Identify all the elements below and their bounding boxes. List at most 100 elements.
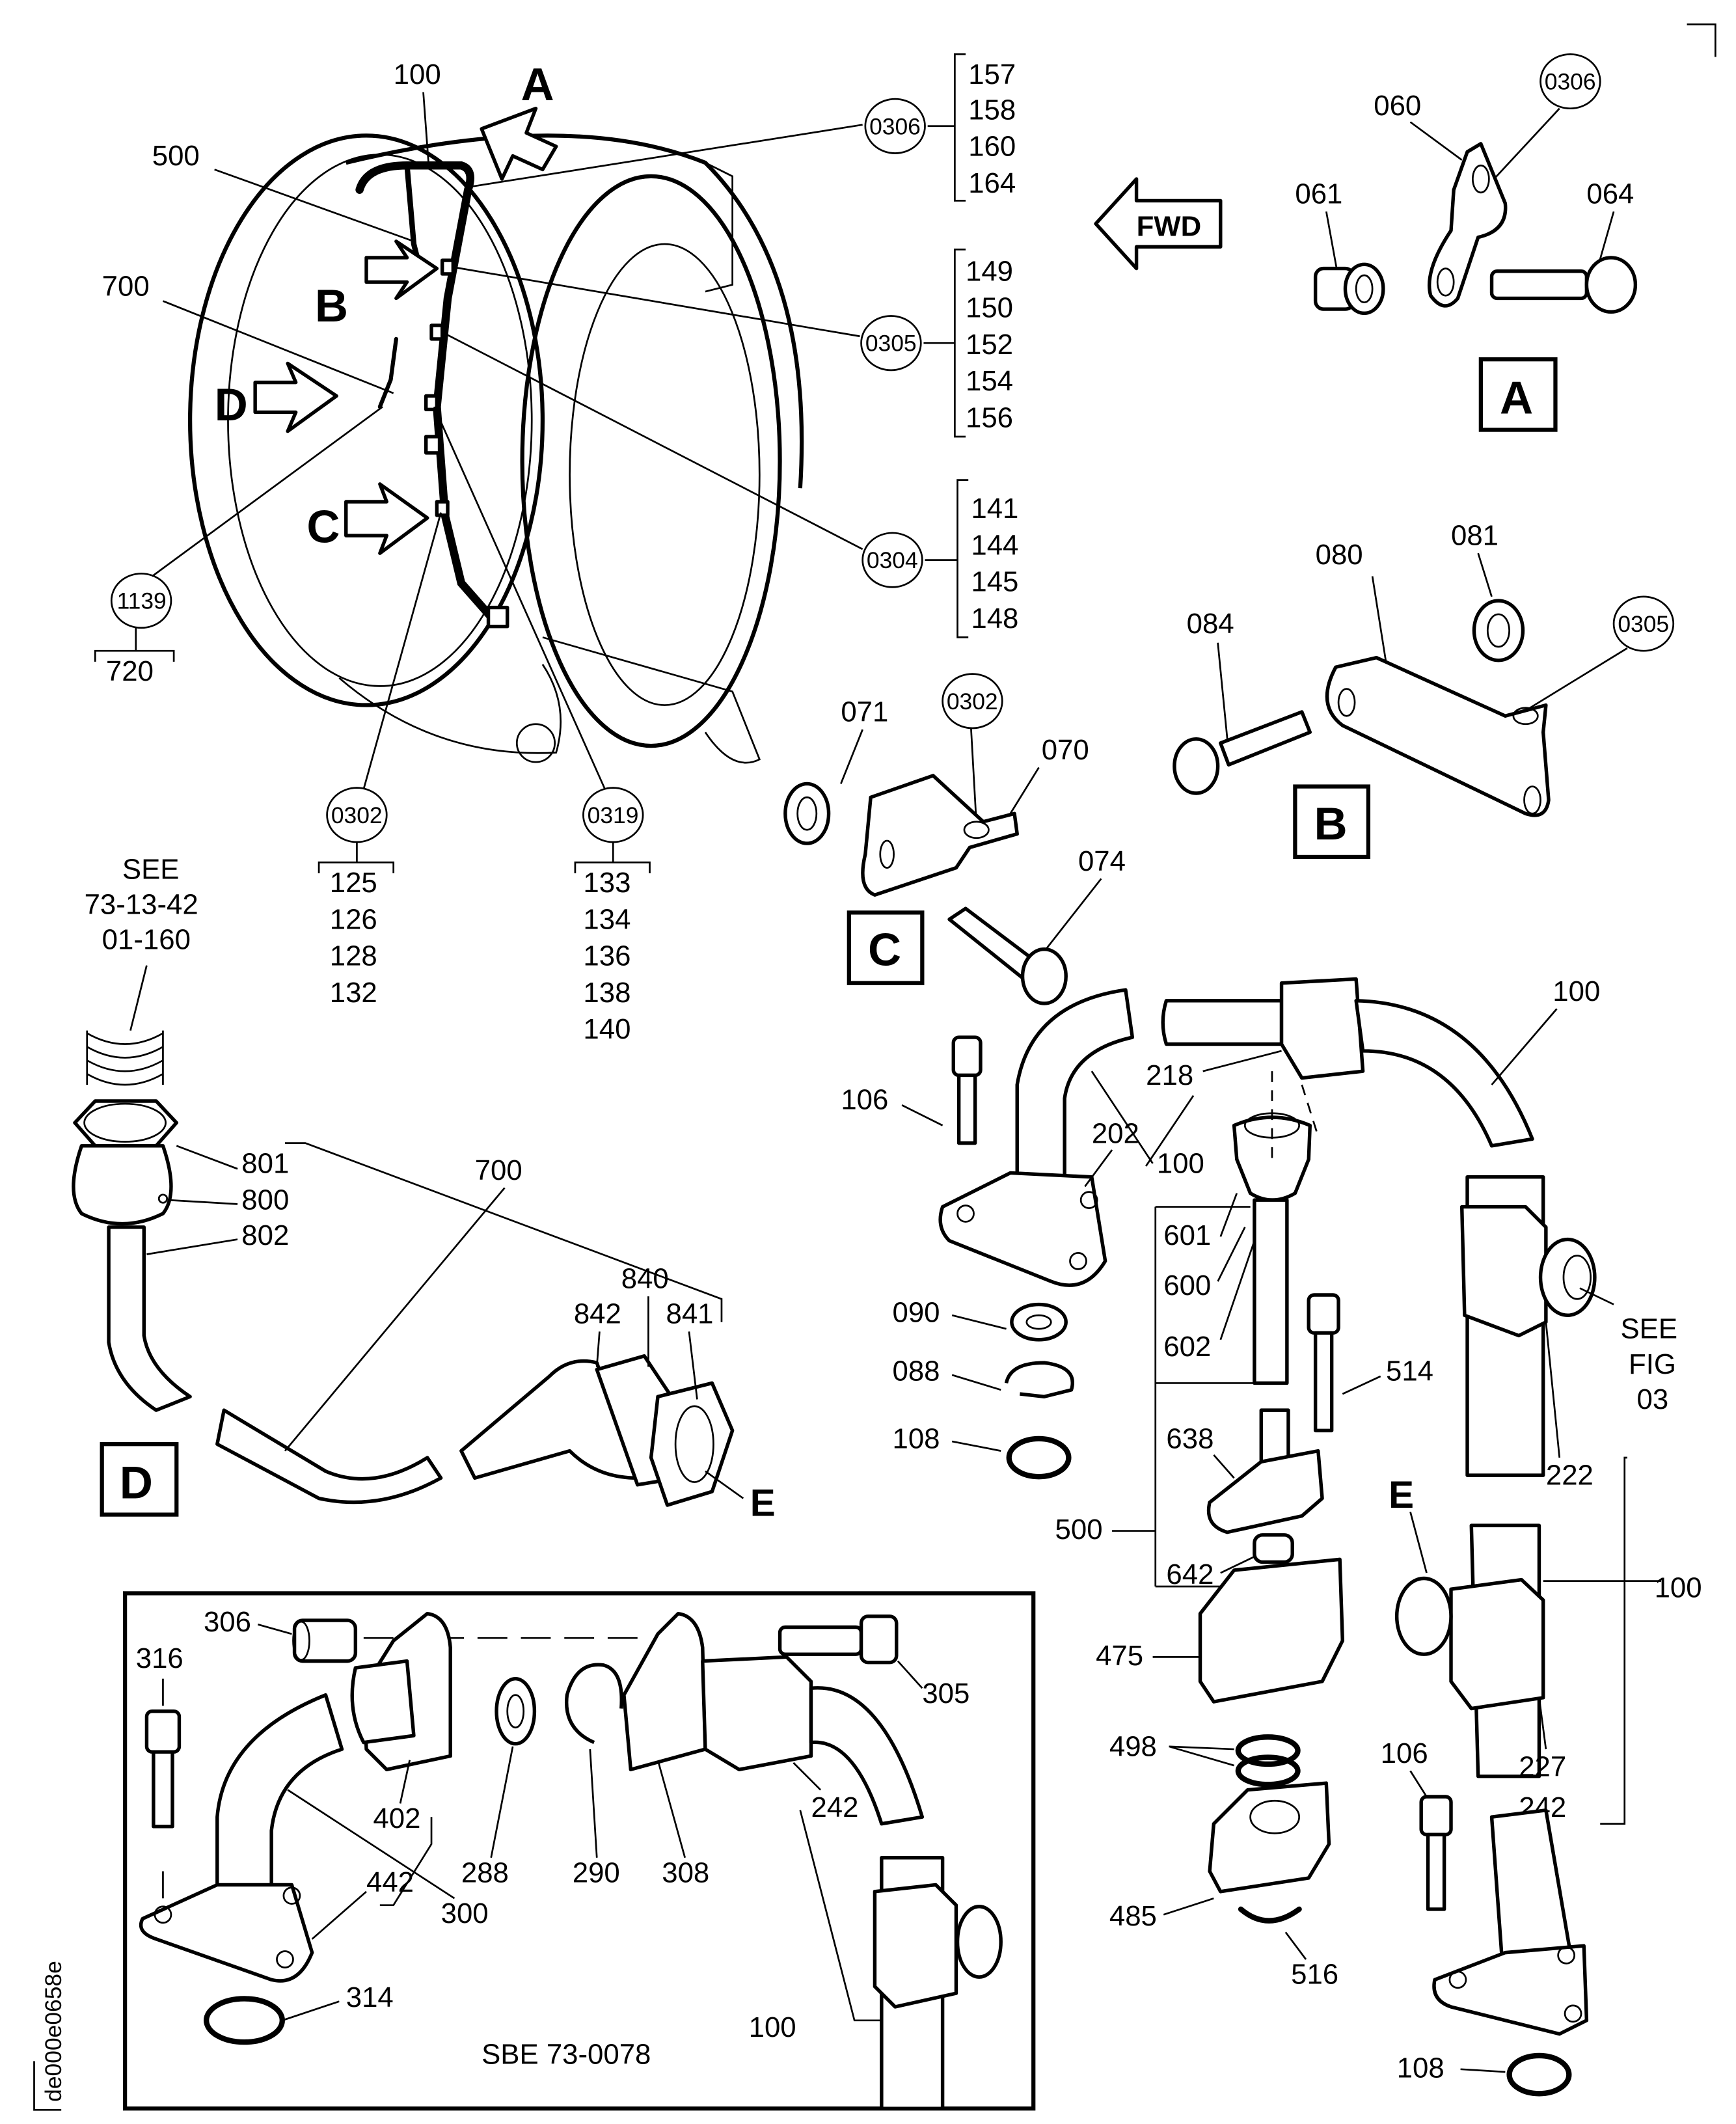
housing-475: [1198, 1557, 1345, 1704]
tee-222: [1459, 1205, 1548, 1338]
pipe-100-bottom: [1489, 1808, 1573, 1968]
callout-840: 840: [621, 1263, 669, 1295]
tee-sbe-thread: [955, 1905, 1003, 1979]
drawing-id-label: de000e0658e: [40, 1961, 66, 2102]
forward-direction-arrow: FWD: [1094, 177, 1223, 271]
callout-600: 600: [1163, 1270, 1211, 1301]
svg-text:145: 145: [971, 566, 1018, 598]
svg-text:134: 134: [583, 903, 631, 935]
callout-475: 475: [1096, 1640, 1143, 1672]
tee-227: [1449, 1577, 1545, 1711]
svg-text:720: 720: [106, 655, 154, 687]
detail-a-title-box: [1478, 357, 1558, 432]
ring-516: [1238, 1906, 1302, 1924]
callout-642: 642: [1166, 1559, 1214, 1590]
callout-080: 080: [1316, 539, 1363, 571]
engine-gearbox: [338, 664, 562, 754]
svg-text:141: 141: [971, 493, 1018, 524]
clamp-block: [424, 435, 442, 455]
nut-801: [73, 1099, 178, 1148]
callout-084: 084: [1187, 608, 1234, 640]
callout-442: 442: [366, 1866, 414, 1898]
sbe-inset: 306 316 402 442 300 288 290 308: [122, 1591, 1036, 2111]
callout-500-engine: 500: [152, 140, 200, 172]
callout-300: 300: [441, 1898, 489, 1929]
view-arrow-b: B: [315, 239, 439, 332]
svg-text:154: 154: [966, 365, 1013, 397]
callout-700-d: 700: [475, 1154, 522, 1186]
callout-108-lower: 108: [1397, 2052, 1444, 2084]
callout-070: 070: [1042, 734, 1089, 766]
clamp-group-0304: 0304 141 144 145 148: [442, 331, 1018, 638]
svg-text:126: 126: [330, 903, 377, 935]
callout-516: 516: [1291, 1959, 1338, 1991]
see-note-line-2: 73-13-42: [85, 888, 198, 920]
seal-498-upper: [1235, 1734, 1301, 1767]
svg-text:125: 125: [330, 867, 377, 899]
svg-text:149: 149: [966, 255, 1013, 287]
sbe-inset-frame: [122, 1591, 1036, 2111]
callout-081: 081: [1451, 520, 1499, 552]
tee-227-thread: [1394, 1576, 1453, 1656]
flange-638: [1206, 1449, 1324, 1534]
tube-700-segment: [215, 1408, 443, 1504]
callout-498: 498: [1109, 1730, 1157, 1762]
see-note-line-1: SEE: [122, 853, 180, 885]
clamp-0319-marker: [424, 394, 439, 412]
bolt-084: [1219, 710, 1312, 767]
seal-498-lower: [1235, 1754, 1301, 1788]
pipe-100-arch-sbe: [809, 1686, 925, 1826]
detail-a: 060 0306 061 064 A: [1295, 53, 1638, 432]
o-ring-108-lower: [1506, 2052, 1572, 2097]
flange-402-tube: [350, 1659, 416, 1745]
callout-700-engine: 700: [102, 270, 150, 302]
clamp-group-1139: 1139 720: [94, 406, 383, 687]
view-arrow-b-label: B: [315, 280, 348, 332]
bolt-106-upper: [951, 1035, 983, 1078]
detail-c-title-box: [847, 910, 925, 985]
svg-text:128: 128: [330, 940, 377, 972]
svg-text:133: 133: [583, 867, 631, 899]
engine-case-top: [346, 133, 804, 489]
bracket-080: [1325, 655, 1551, 817]
detail-d-title: D: [120, 1458, 153, 1509]
svg-text:158: 158: [968, 94, 1016, 126]
detail-d: SEE 73-13-42 01-160 801 800 802 700 840 …: [72, 853, 776, 1525]
threaded-end: [86, 1030, 164, 1086]
callout-841: 841: [666, 1298, 714, 1330]
callout-100-top: 100: [1553, 975, 1600, 1007]
view-arrow-c-label: C: [306, 502, 340, 553]
callout-060: 060: [1374, 90, 1421, 122]
callout-308: 308: [662, 1857, 709, 1888]
engine-bracket: [705, 161, 733, 293]
callout-402: 402: [373, 1803, 420, 1834]
clamp-group-0302: 0302 125 126 128 132: [318, 512, 442, 1009]
see-note-line-3: 01-160: [102, 924, 191, 956]
svg-text:152: 152: [966, 329, 1013, 361]
engine-port: [515, 723, 556, 763]
callout-106-lower: 106: [1381, 1737, 1428, 1769]
main-assembly: 100 218 100 202 SEE FIG 03 222 106 090 0…: [841, 975, 1702, 2097]
bolt-106-lower: [1419, 1795, 1453, 1837]
callout-100-sbe: 100: [749, 2011, 796, 2043]
view-arrow-a-label: A: [521, 59, 554, 111]
pipe-100-right-arch: [1354, 999, 1534, 1148]
callout-316: 316: [136, 1642, 183, 1674]
callout-090: 090: [893, 1297, 940, 1329]
callout-314: 314: [346, 1981, 394, 2013]
flange-202: [938, 1171, 1107, 1287]
pipe-100-left-arch: [1015, 988, 1135, 1195]
detail-c-title: C: [868, 925, 901, 976]
clamp-group-0305: 0305 149 150 152 154 156: [453, 249, 1013, 438]
drain-tube-700: [377, 336, 398, 409]
svg-text:132: 132: [330, 977, 377, 1009]
svg-text:144: 144: [971, 529, 1018, 561]
callout-802: 802: [241, 1219, 289, 1251]
callout-0305-b: 0305: [1618, 611, 1669, 637]
callout-202: 202: [1092, 1118, 1139, 1150]
callout-e-d: E: [750, 1482, 776, 1525]
tee-222-thread: [1538, 1237, 1597, 1317]
bolt-316-shank: [152, 1750, 174, 1829]
svg-text:160: 160: [968, 131, 1016, 163]
engine-rear-ring: [520, 174, 782, 748]
